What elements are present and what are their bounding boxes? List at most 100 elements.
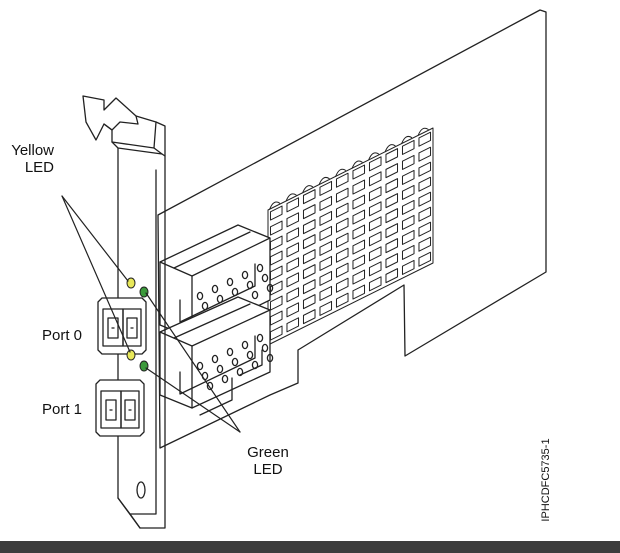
heatsink-fin-cap (351, 160, 363, 169)
heatsink-fin (319, 225, 333, 241)
vent-hole (231, 357, 239, 367)
heatsink-fin (401, 214, 415, 230)
heatsink-fin (352, 194, 366, 210)
figure-id-label: IPHCDFC5735-1 (540, 438, 552, 522)
heatsink-fin (385, 268, 399, 284)
vent-hole (211, 354, 219, 364)
heatsink-fin (286, 197, 300, 213)
heatsink-fin (385, 223, 399, 239)
green-led-port-1 (139, 360, 149, 372)
heatsink-fin (335, 202, 349, 218)
heatsink-fin (352, 209, 366, 225)
heatsink-fin (319, 285, 333, 301)
heatsink-fin (401, 184, 415, 200)
heatsink-fin (302, 219, 316, 235)
heatsink-fin (385, 178, 399, 194)
mounting-bracket (82, 95, 166, 529)
vent-hole (266, 353, 274, 363)
yellow-led-port-1 (126, 349, 136, 361)
heatsink-fin (418, 146, 432, 162)
heatsink-fin (319, 180, 333, 196)
heatsink-fin (385, 163, 399, 179)
heatsink-fin (335, 277, 349, 293)
heatsink-fin (401, 199, 415, 215)
led-indicators (126, 277, 149, 372)
heatsink-fin (368, 231, 382, 247)
bottom-bar (0, 541, 620, 553)
heatsink-fin (385, 148, 399, 164)
heatsink-fin (335, 232, 349, 248)
heatsink-fin-cap (417, 127, 429, 136)
leader-lines (61, 195, 241, 433)
vent-hole (196, 291, 204, 301)
heatsink-fin (352, 254, 366, 270)
sfp-cage-lower-vents (196, 333, 274, 391)
heatsink-fin-cap (302, 185, 314, 194)
heatsink-fin (302, 234, 316, 250)
heatsink-fin (352, 179, 366, 195)
vent-hole (256, 263, 264, 273)
vent-hole (201, 301, 209, 311)
heatsink-fin-cap (335, 168, 347, 177)
heatsink-fin (319, 195, 333, 211)
heatsink-fin (302, 279, 316, 295)
heatsink-fin (269, 295, 283, 311)
heatsink-fin (401, 259, 415, 275)
heatsink-fin-cap (384, 144, 396, 153)
heatsink-fin (335, 172, 349, 188)
yellow-led-label-line-1: Yellow (11, 142, 54, 159)
vent-hole (231, 287, 239, 297)
heatsink-fin (302, 189, 316, 205)
heatsink-fin (401, 229, 415, 245)
green-led-port-0 (139, 286, 149, 298)
vent-hole (256, 333, 264, 343)
heatsink-fin (418, 176, 432, 192)
heatsink-fin (418, 221, 432, 237)
heatsink-fin (368, 276, 382, 292)
heatsink-fin (418, 131, 432, 147)
vent-hole (226, 347, 234, 357)
heatsink-fin (335, 217, 349, 233)
green-led-label: Green LED (238, 444, 298, 478)
heatsink-fin (269, 220, 283, 236)
heatsink-fin (368, 156, 382, 172)
heatsink-fin (418, 206, 432, 222)
heatsink-fin (302, 249, 316, 265)
port-0-label: Port 0 (42, 327, 83, 344)
heatsink-fin (319, 255, 333, 271)
heatsink-fin-cap (318, 176, 330, 186)
yellow-led-port-0 (126, 277, 136, 289)
heatsink-fin (335, 292, 349, 308)
vent-hole (251, 360, 259, 370)
port-1-connector (95, 379, 145, 437)
vent-hole (246, 350, 254, 360)
heatsink-fin (302, 264, 316, 280)
vent-hole (211, 284, 219, 294)
heatsink-fin (385, 193, 399, 209)
heatsink-fin (385, 238, 399, 254)
heatsink-fin (335, 187, 349, 203)
heatsink-fin (401, 244, 415, 260)
heatsink-fin (286, 227, 300, 243)
heatsink-fin (319, 240, 333, 256)
heatsink-fin (302, 309, 316, 325)
yellow-led-label-line-2: LED (24, 159, 54, 176)
heatsink-fin (352, 284, 366, 300)
heatsink-fin (368, 246, 382, 262)
heatsink-fin (418, 191, 432, 207)
vent-hole (226, 277, 234, 287)
heatsink-fin (286, 242, 300, 258)
heatsink-fin (302, 294, 316, 310)
vent-hole (241, 340, 249, 350)
port-0-connector (97, 297, 147, 355)
vent-hole (216, 294, 224, 304)
heatsink-fin (335, 247, 349, 263)
heatsink-fin (368, 171, 382, 187)
heatsink-fin (286, 272, 300, 288)
vent-hole (246, 280, 254, 290)
vent-hole (261, 273, 269, 283)
vent-hole (221, 374, 229, 384)
vent-hole (236, 367, 244, 377)
heatsink-fin (286, 257, 300, 273)
